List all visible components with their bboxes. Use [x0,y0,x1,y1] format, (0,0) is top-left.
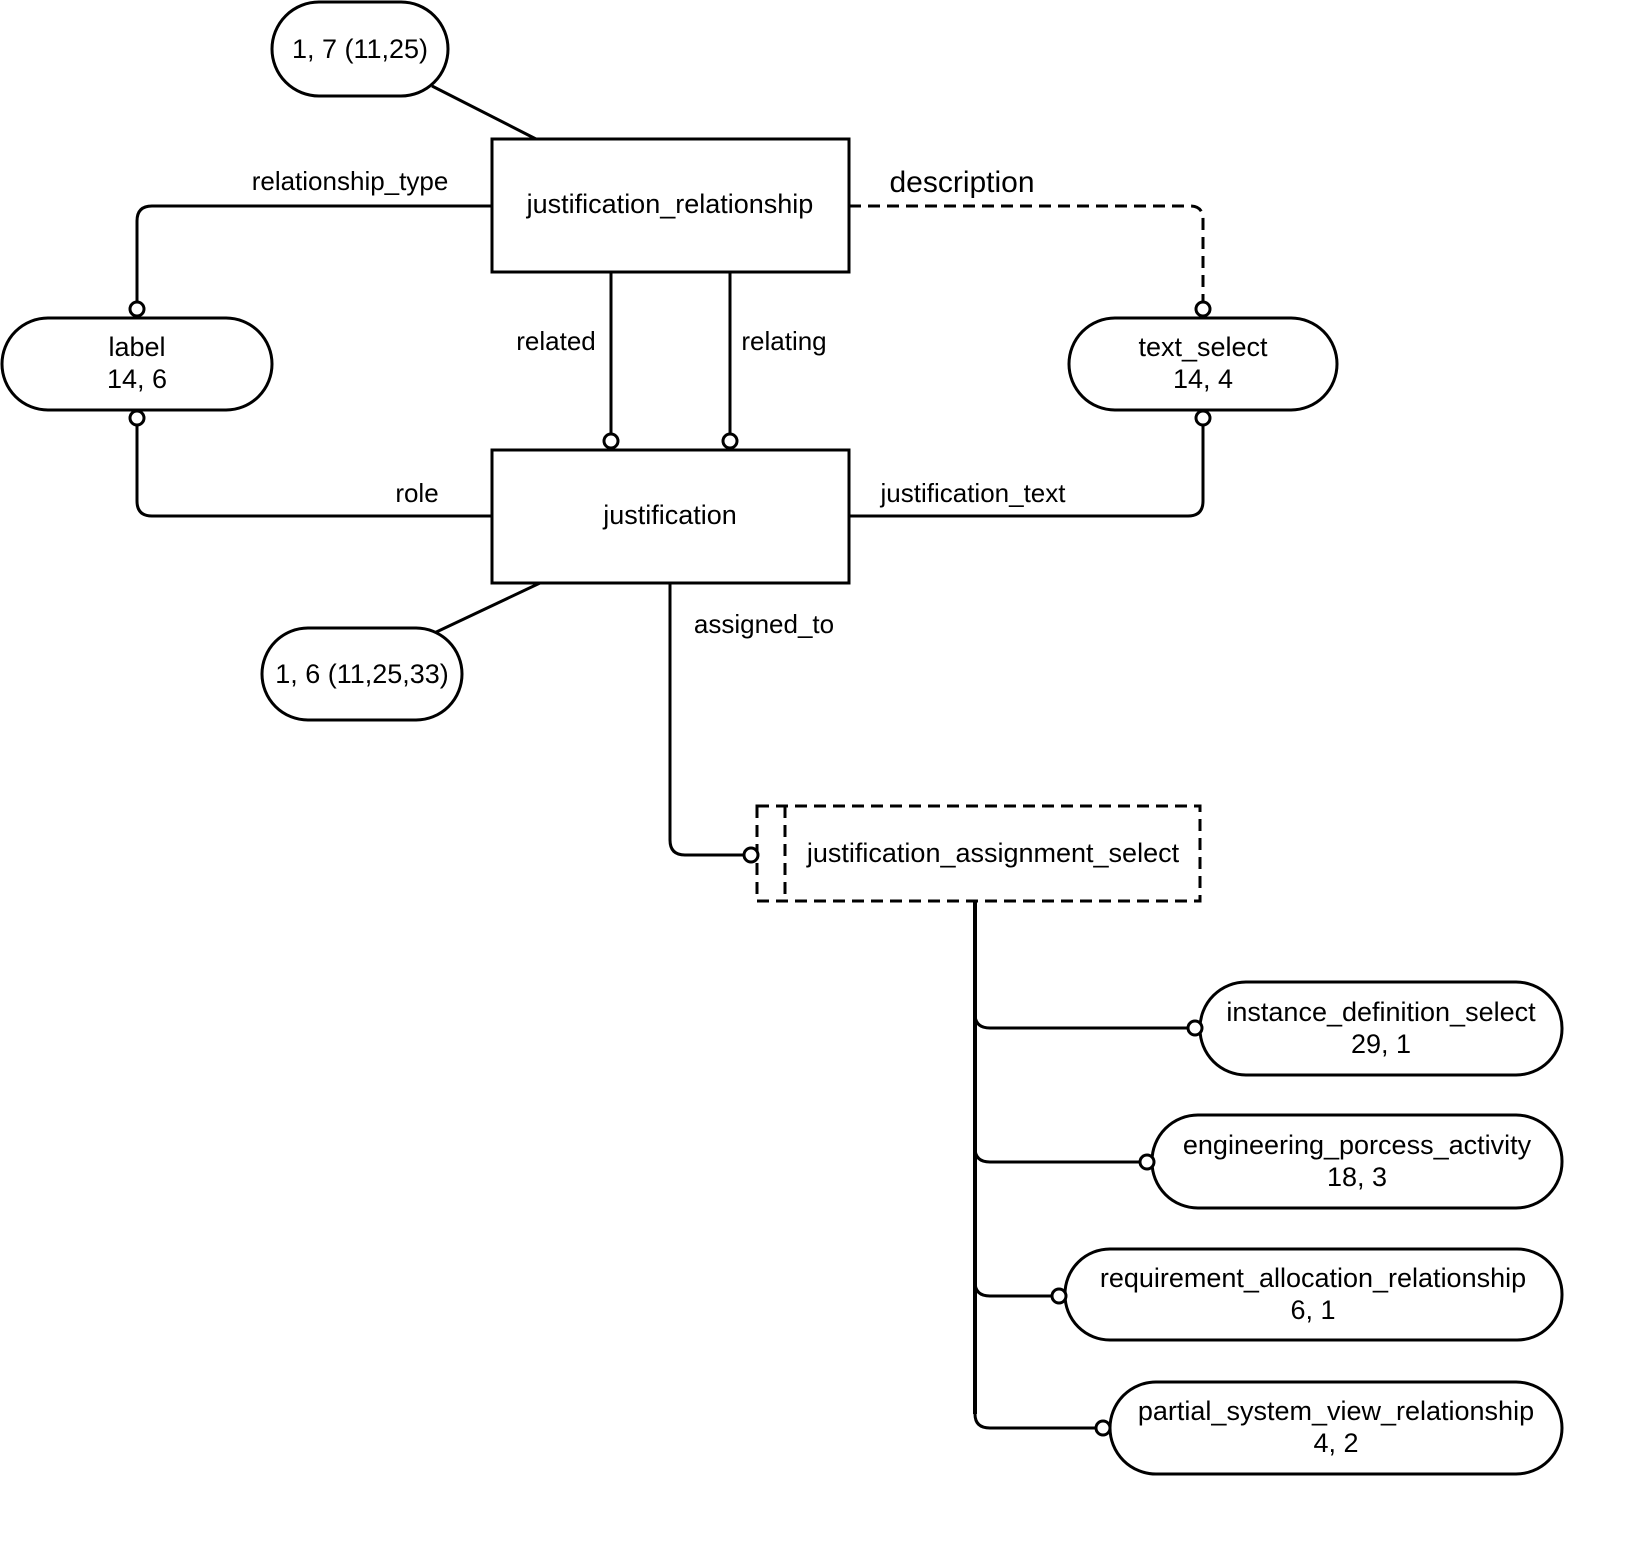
reference-engineering-porcess-activity[interactable]: engineering_porcess_activity 18, 3 [1150,1113,1564,1210]
attribute-label-description: description [889,166,1034,199]
reference-page: 14, 4 [1173,364,1233,394]
description-line [849,204,1205,302]
entity-name: justification [602,500,737,530]
branch-line-engineering-porcess-activity [973,1147,1140,1164]
relation-end-circle-icon [1194,409,1212,427]
attribute-label-justification-text: justification_text [880,478,1067,508]
relation-end-circle-icon [1194,300,1212,318]
branch-line-requirement-allocation-relationship [973,1281,1052,1298]
reference-page: 14, 6 [107,364,167,394]
page-ref-text: 1, 7 (11,25) [292,34,428,64]
reference-page: 18, 3 [1327,1162,1387,1192]
page-ref-text: 1, 6 (11,25,33) [275,659,449,689]
entity-name: justification_relationship [526,189,814,219]
reference-text-select[interactable]: text_select 14, 4 [1067,316,1339,412]
relation-end-circle-icon [1186,1019,1204,1037]
assigned-to-line [668,583,743,857]
reference-page: 6, 1 [1290,1295,1335,1325]
page-ref-justification-relationship: 1, 7 (11,25) [270,0,450,98]
reference-requirement-allocation-relationship[interactable]: requirement_allocation_relationship 6, 1 [1063,1247,1564,1342]
relation-end-circle-icon [721,432,739,450]
relationship-type-line [135,204,492,302]
reference-page: 29, 1 [1351,1029,1411,1059]
relation-end-circle-icon [128,300,146,318]
reference-name: partial_system_view_relationship [1138,1396,1534,1426]
attribute-label-relating: relating [741,326,826,356]
page-ref-connector-bottom [429,581,541,637]
page-ref-connector-top [431,84,537,141]
reference-name: instance_definition_select [1226,997,1536,1027]
reference-partial-system-view-relationship[interactable]: partial_system_view_relationship 4, 2 [1108,1380,1564,1476]
attribute-label-related: related [516,326,596,356]
reference-name: engineering_porcess_activity [1183,1130,1532,1160]
reference-name: requirement_allocation_relationship [1100,1263,1526,1293]
attribute-label-role: role [395,478,438,508]
relation-end-circle-icon [602,432,620,450]
justification-text-line [849,425,1205,518]
reference-page: 4, 2 [1313,1428,1358,1458]
relation-end-circle-icon [1050,1287,1068,1305]
page-ref-justification: 1, 6 (11,25,33) [260,626,464,722]
branch-line-partial-system-view-relationship [973,1413,1096,1430]
relation-end-circle-icon [128,409,146,427]
attribute-label-relationship-type: relationship_type [252,166,449,196]
relation-end-circle-icon [1138,1153,1156,1171]
entity-justification[interactable]: justification [490,448,851,585]
reference-name: text_select [1138,332,1268,362]
relation-end-circle-icon [742,846,760,864]
select-name: justification_assignment_select [806,838,1180,868]
reference-label[interactable]: label 14, 6 [0,316,274,412]
relation-end-circle-icon [1094,1419,1112,1437]
role-line [135,425,492,518]
entity-justification-relationship[interactable]: justification_relationship [490,137,851,274]
reference-instance-definition-select[interactable]: instance_definition_select 29, 1 [1198,980,1564,1077]
reference-name: label [108,332,165,362]
attribute-label-assigned-to: assigned_to [694,609,834,639]
branch-line-instance-definition-select [973,1013,1188,1030]
select-justification-assignment-select[interactable]: justification_assignment_select [755,804,1202,903]
